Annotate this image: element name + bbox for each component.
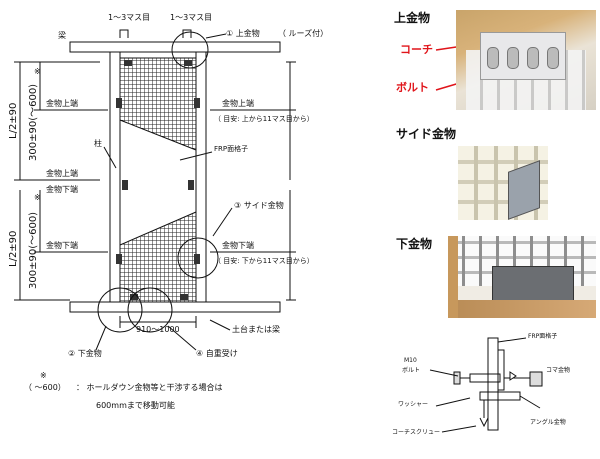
top-beam xyxy=(69,41,281,53)
column-label: 柱 xyxy=(94,139,102,148)
side-hardware-circle xyxy=(177,237,219,279)
bottom-hardware-photo xyxy=(448,236,596,318)
top-hardware-label: ① 上金物 xyxy=(226,29,260,38)
footnote-mark: ※ xyxy=(40,371,47,380)
top-photo-title: 上金物 xyxy=(394,11,431,25)
top-end-label-right: 金物上端 xyxy=(222,99,254,108)
right-column xyxy=(195,51,207,303)
bottom-end-label-upper: 金物下端 xyxy=(46,185,78,194)
footnote-line1: ： ホールダウン金物等と干渉する場合は xyxy=(76,383,223,392)
top-hardware-circle xyxy=(171,31,209,69)
dim-lower-range: 300±90(～600) xyxy=(28,211,39,289)
detail-frp-label: FRP面格子 xyxy=(528,333,558,340)
frp-grid-label: FRP面格子 xyxy=(214,145,249,153)
callout-bolt: ボルト xyxy=(396,81,429,94)
bottom-hardware-circle xyxy=(97,287,143,333)
detail-m10-label: M10 xyxy=(404,357,417,364)
note-mark-lower: ※ xyxy=(34,193,41,202)
bottom-hardware-label: ② 下金物 xyxy=(68,349,102,358)
base-sill xyxy=(69,301,281,313)
bottom-end-label-left: 金物下端 xyxy=(46,241,78,250)
detail-koma-label: コマ金物 xyxy=(546,367,571,374)
square-mark-label-1: 1～3マス目 xyxy=(108,13,151,22)
top-end-label-lower: 金物上端 xyxy=(46,169,78,178)
left-column xyxy=(109,51,121,303)
beam-label: 梁 xyxy=(58,31,66,40)
square-mark-label-2: 1～3マス目 xyxy=(170,13,213,22)
width-dimension: 910～1000 xyxy=(136,325,180,334)
detail-coach-screw-label: コーチスクリュー xyxy=(392,429,441,436)
detail-bolt-label: ボルト xyxy=(402,367,421,374)
top-hardware-photo xyxy=(456,10,596,110)
loose-label: （ ルーズ付） xyxy=(278,29,329,38)
footnote-range: （ ～600） xyxy=(24,383,66,392)
detail-washer-label: ワッシャー xyxy=(398,401,429,408)
footnote-line2: 600mmまで移動可能 xyxy=(96,401,175,410)
top-end-label-left: 金物上端 xyxy=(46,99,78,108)
dim-lower-half: L/2±90 xyxy=(8,230,19,267)
bottom-end-label-right: 金物下端 xyxy=(222,241,254,250)
guide-top: （ 目安: 上から11マス目から） xyxy=(214,115,314,123)
detail-angle-label: アングル金物 xyxy=(530,419,566,426)
side-hardware-photo xyxy=(458,146,548,220)
detail-drawing xyxy=(429,337,543,433)
callout-coach: コーチ xyxy=(400,43,433,56)
weight-support-circle xyxy=(127,287,173,333)
side-hardware-label: ③ サイド金物 xyxy=(234,201,284,210)
dim-upper-half: L/2±90 xyxy=(8,102,19,139)
note-mark-upper: ※ xyxy=(34,67,41,76)
base-label: 土台または梁 xyxy=(232,325,280,334)
guide-bottom: （ 目安: 下から11マス目から） xyxy=(214,257,314,265)
bottom-photo-title: 下金物 xyxy=(396,237,433,251)
weight-support-label: ④ 自重受け xyxy=(196,349,238,358)
side-photo-title: サイド金物 xyxy=(396,127,457,141)
dim-upper-range: 300±90(～600) xyxy=(28,83,39,161)
